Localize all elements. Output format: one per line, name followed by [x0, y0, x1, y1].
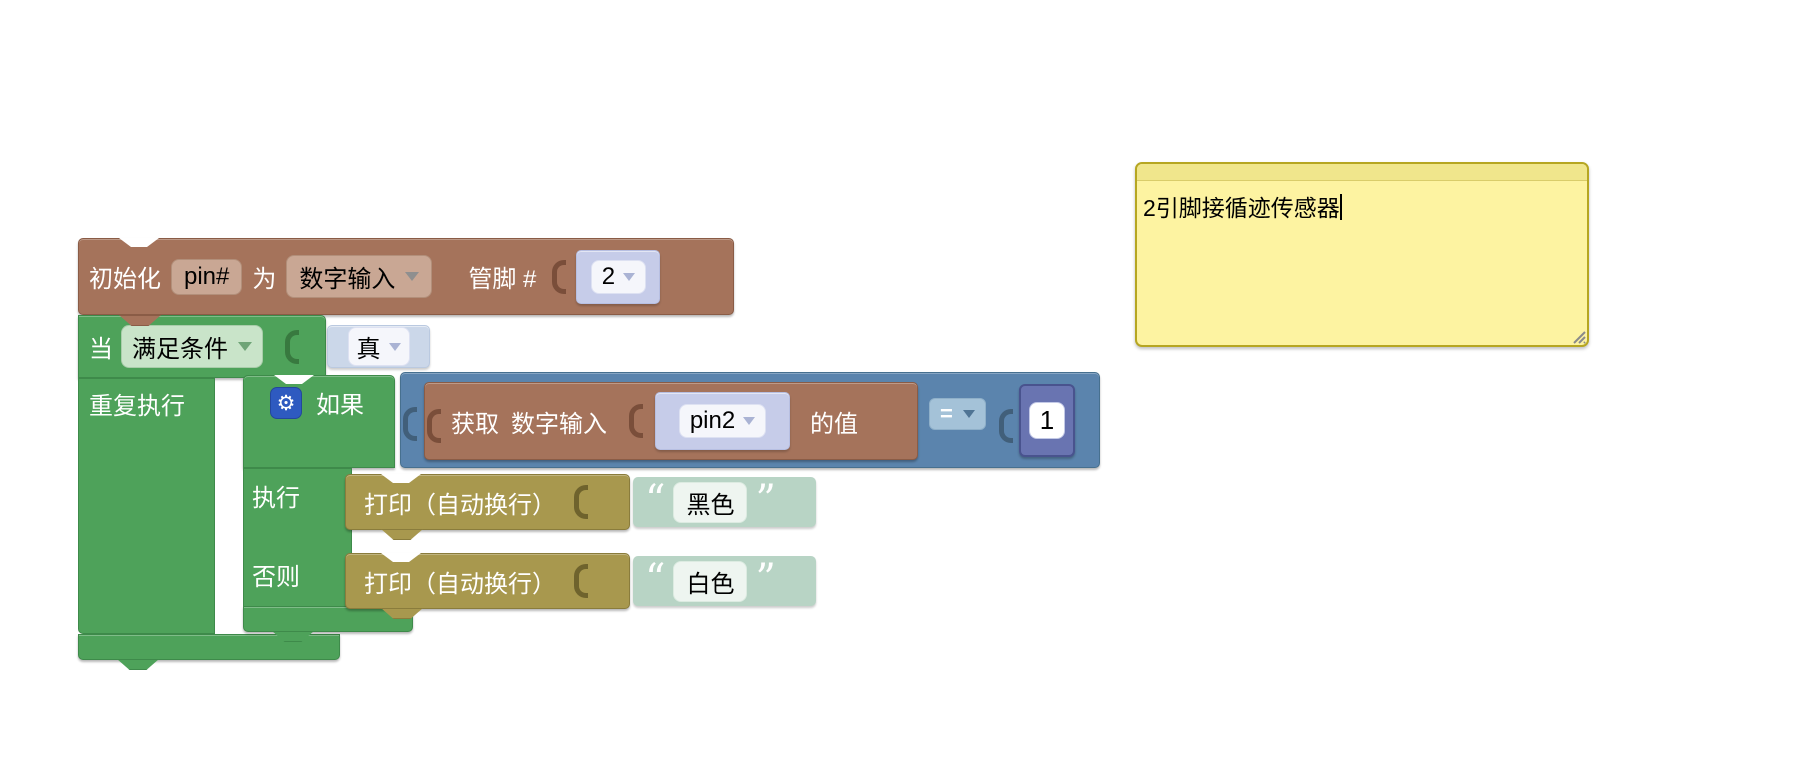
open-quote-icon: “: [645, 556, 666, 602]
string-shadow-block-else[interactable]: “ 白色 ”: [633, 556, 816, 606]
pin-dropdown[interactable]: pin2: [678, 404, 767, 438]
value-socket-icon: [552, 259, 567, 294]
condition-value: 满足条件: [132, 336, 228, 363]
close-quote-icon: ”: [755, 477, 776, 523]
comment-text-area[interactable]: 2引脚接循迹传感器: [1137, 181, 1587, 231]
condition-dropdown[interactable]: 满足条件: [121, 325, 263, 368]
get-label: 获取: [451, 410, 499, 438]
variable-name-field[interactable]: pin#: [171, 258, 243, 295]
value-label: 的值: [810, 410, 858, 438]
value-plug-icon: [403, 407, 417, 441]
pin-number-value: 2: [601, 262, 616, 290]
text-cursor: [1339, 194, 1342, 220]
repeat-label: 重复执行: [89, 393, 185, 420]
when-label: 当: [89, 336, 113, 363]
top-notch: [274, 375, 314, 384]
chevron-down-icon: [743, 417, 756, 425]
top-notch: [381, 474, 421, 483]
if-block-header[interactable]: ⚙ 如果: [243, 375, 395, 468]
top-notch: [381, 553, 421, 562]
pin-number-dropdown[interactable]: 2: [590, 259, 647, 294]
while-block-header[interactable]: 当 满足条件: [78, 315, 326, 378]
boolean-dropdown[interactable]: 真: [347, 327, 410, 366]
string-field-do[interactable]: 黑色: [673, 481, 748, 523]
print-label: 打印（自动换行）: [364, 491, 556, 519]
string-shadow-block-do[interactable]: “ 黑色 ”: [633, 477, 816, 527]
print-block-else[interactable]: 打印（自动换行）: [345, 553, 630, 619]
if-label: 如果: [316, 392, 364, 419]
else-label: 否则: [252, 564, 300, 591]
do-label: 执行: [252, 485, 300, 512]
top-notch: [119, 238, 159, 247]
gear-icon[interactable]: ⚙: [270, 386, 302, 419]
value-plug-icon: [427, 409, 441, 443]
comment-note[interactable]: 2引脚接循迹传感器: [1135, 162, 1589, 347]
chevron-down-icon: [238, 342, 252, 351]
value-socket-icon: [999, 409, 1013, 443]
while-block-spine[interactable]: 重复执行: [78, 378, 215, 634]
open-quote-icon: “: [645, 477, 666, 523]
init-pin-block[interactable]: 初始化 pin# 为 数字输入 管脚 # 2: [78, 238, 734, 315]
init-label: 初始化: [89, 266, 161, 293]
compare-block[interactable]: 获取 数字输入 pin2 的值 = 1: [400, 372, 1100, 468]
digital-read-block[interactable]: 获取 数字输入 pin2 的值: [424, 382, 918, 460]
pin-value: pin2: [689, 407, 736, 434]
pin-number-label: 管脚 #: [468, 266, 537, 293]
operator-value: =: [940, 401, 953, 426]
io-mode-dropdown[interactable]: 数字输入: [286, 255, 433, 298]
connector-bump: [381, 529, 423, 540]
value-socket-icon: [285, 329, 299, 364]
io-mode-value: 数字输入: [299, 266, 396, 293]
chevron-down-icon: [623, 272, 636, 281]
chevron-down-icon: [388, 342, 401, 351]
chevron-down-icon: [962, 410, 975, 418]
value-socket-icon: [629, 404, 643, 438]
number-block[interactable]: 1: [1019, 384, 1075, 457]
mode-label: 数字输入: [511, 410, 607, 438]
true-shadow-block[interactable]: 真: [327, 325, 430, 368]
pin-shadow-block[interactable]: pin2: [655, 392, 790, 450]
value-socket-icon: [574, 564, 588, 598]
pin-number-shadow-block[interactable]: 2: [576, 249, 661, 304]
resize-handle-icon[interactable]: [1571, 329, 1586, 344]
if-block-column[interactable]: 执行 否则: [243, 468, 352, 608]
value-socket-icon: [574, 485, 588, 519]
as-label: 为: [252, 266, 277, 293]
close-quote-icon: ”: [755, 556, 776, 602]
connector-bump: [117, 659, 159, 670]
string-field-else[interactable]: 白色: [673, 560, 748, 602]
print-label: 打印（自动换行）: [364, 570, 556, 598]
chevron-down-icon: [405, 272, 420, 281]
print-block-do[interactable]: 打印（自动换行）: [345, 474, 630, 540]
number-field[interactable]: 1: [1028, 402, 1066, 439]
comment-text: 2引脚接循迹传感器: [1143, 195, 1340, 221]
boolean-value: 真: [356, 336, 381, 363]
comment-titlebar[interactable]: [1137, 164, 1587, 181]
operator-dropdown[interactable]: =: [929, 398, 986, 430]
